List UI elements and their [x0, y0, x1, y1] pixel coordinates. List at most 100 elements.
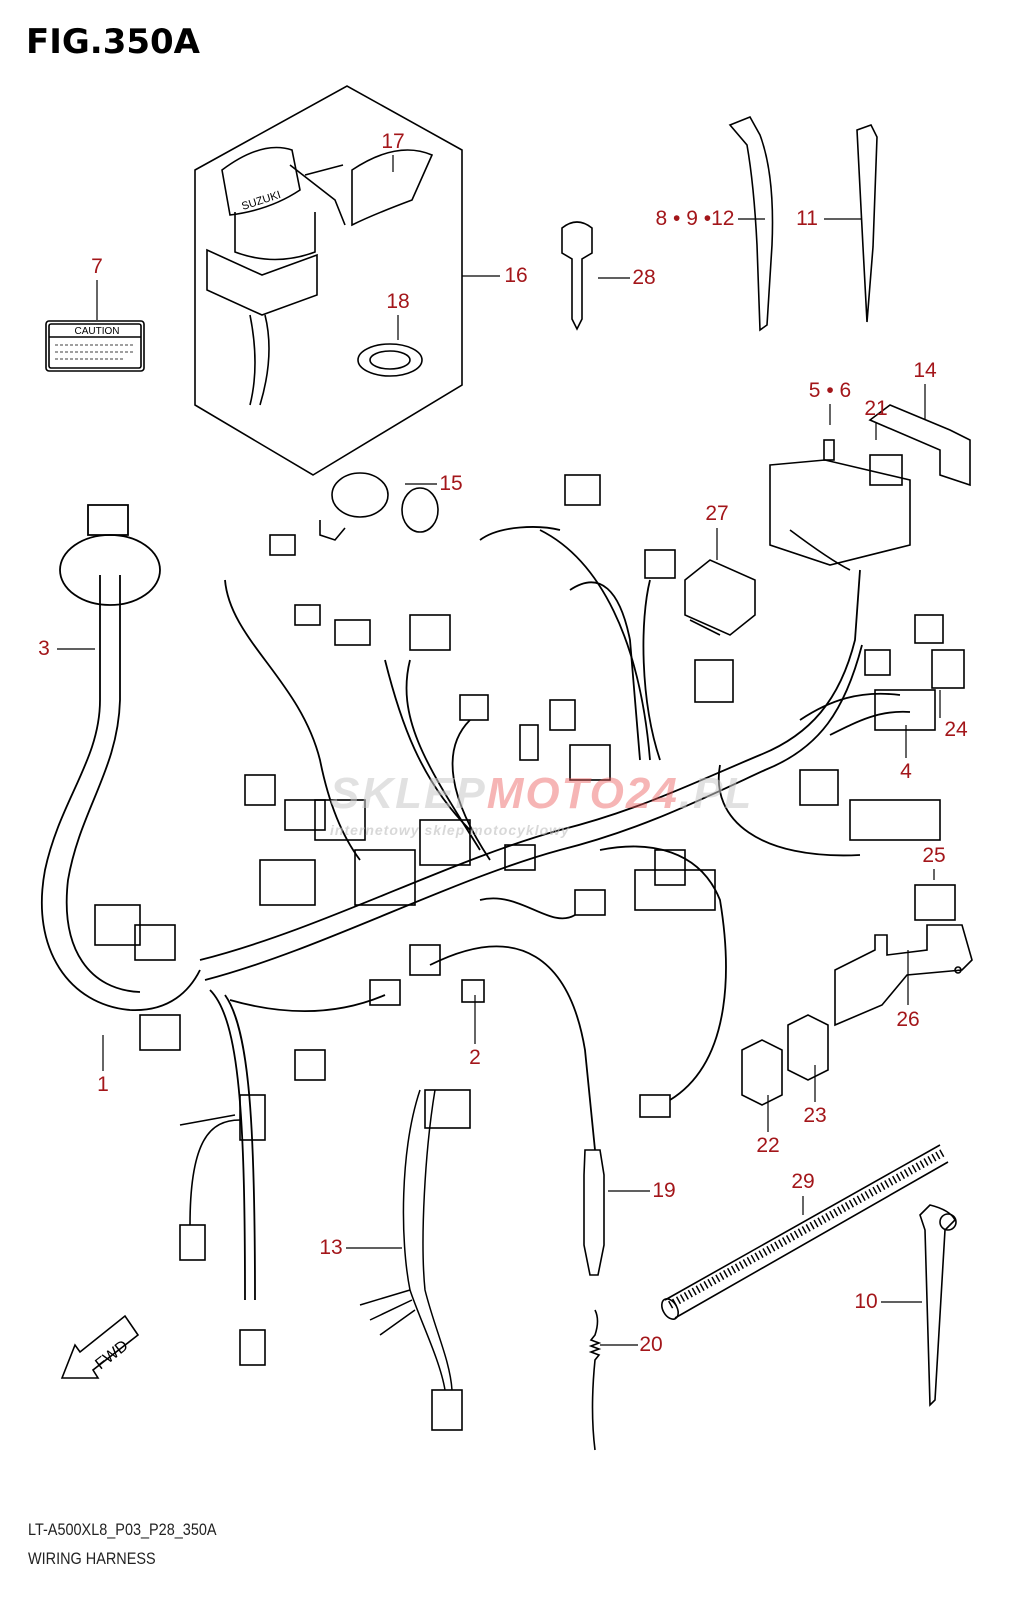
sub-harness-13	[359, 1089, 453, 1391]
cable-tie-10-clip	[939, 1213, 957, 1231]
callout-23: 23	[803, 1104, 827, 1127]
caution-label	[45, 320, 145, 372]
ignition-switch-kit	[194, 85, 463, 476]
connector	[549, 699, 576, 731]
connectors	[94, 474, 965, 1431]
ignition-switch	[319, 472, 439, 541]
connector	[244, 774, 276, 806]
figure-title: FIG.350A	[26, 22, 200, 62]
figure-name: WIRING HARNESS	[28, 1549, 156, 1568]
connector	[459, 694, 489, 721]
callout-19: 19	[652, 1179, 676, 1202]
suzuki-logo: SUZUKI	[240, 189, 282, 213]
connector	[504, 844, 536, 871]
connector	[134, 924, 176, 961]
coupler-23	[787, 1014, 829, 1081]
connector	[284, 799, 326, 831]
connector	[94, 904, 141, 946]
sub-harness-left	[179, 1114, 241, 1226]
callout-1: 1	[97, 1073, 109, 1096]
connector	[639, 1094, 671, 1118]
callout-7: 7	[91, 255, 103, 278]
fuse	[823, 439, 835, 461]
connector	[574, 889, 606, 916]
fwd-arrow-text: FWD	[92, 1337, 131, 1373]
connector	[461, 979, 485, 1003]
callout-2: 2	[469, 1046, 481, 1069]
connector	[431, 1389, 463, 1431]
connector	[269, 534, 296, 556]
connector	[179, 1224, 206, 1261]
callout-25: 25	[922, 844, 946, 867]
connector	[914, 884, 956, 921]
callout-14: 14	[913, 359, 937, 382]
cable-tie-11	[856, 124, 878, 323]
corrugated-tube	[661, 1144, 949, 1320]
connector	[799, 769, 839, 806]
connector	[294, 604, 321, 626]
connector	[694, 659, 734, 703]
callout-26: 26	[896, 1008, 920, 1031]
connector	[849, 799, 941, 841]
relay-27	[684, 559, 756, 636]
connector	[409, 944, 441, 976]
bracket-26	[834, 924, 973, 1027]
callout-20: 20	[639, 1333, 663, 1356]
watermark-subtext: internetowy sklep motocyklowy	[330, 822, 570, 838]
callout-15: 15	[439, 472, 463, 495]
callout-13: 13	[319, 1236, 343, 1259]
callout-24: 24	[944, 718, 968, 741]
watermark-part: SKLEP	[330, 769, 487, 818]
callout-21: 21	[864, 397, 888, 420]
watermark-logo: SKLEPMOTO24.PL	[330, 770, 753, 818]
callout-18: 18	[386, 290, 410, 313]
callout-17: 17	[381, 130, 405, 153]
connector	[354, 849, 416, 906]
watermark-part: MOTO24	[486, 769, 679, 818]
callout-16: 16	[504, 264, 528, 287]
callout-5-6: 5 • 6	[808, 379, 852, 402]
watermark-part: .PL	[678, 769, 754, 818]
caution-label-text: CAUTION	[75, 326, 120, 337]
callout-27: 27	[705, 502, 729, 525]
connector	[294, 1049, 326, 1081]
key	[561, 221, 593, 331]
leader-lines	[57, 155, 941, 1346]
callout-8-9-12: 8 • 9 •12	[655, 207, 735, 230]
connector	[634, 869, 716, 911]
connector	[914, 614, 944, 644]
bracket-14	[868, 404, 971, 487]
connector	[654, 849, 686, 886]
callout-4: 4	[900, 760, 912, 783]
bracket-26-hole	[954, 966, 962, 974]
connector	[369, 979, 401, 1006]
callout-22: 22	[756, 1134, 780, 1157]
connector	[644, 549, 676, 579]
connector	[419, 819, 471, 866]
coupler-22	[741, 1039, 783, 1106]
figure-code: LT-A500XL8_P03_P28_350A	[28, 1520, 217, 1539]
connector	[874, 689, 936, 731]
connector	[334, 619, 371, 646]
oxygen-sensor	[583, 1149, 605, 1276]
connector	[239, 1094, 266, 1141]
cable-tie-8-9-12	[728, 115, 774, 332]
connector	[864, 649, 891, 676]
callout-3: 3	[38, 637, 50, 660]
fuse-box	[769, 459, 911, 571]
connector	[314, 799, 366, 841]
connector	[424, 1089, 471, 1129]
cable-tie-10	[919, 1204, 956, 1407]
fwd-arrow-icon	[60, 1314, 140, 1379]
connector	[931, 649, 965, 689]
spring-clip	[588, 1309, 602, 1451]
connector	[239, 1329, 266, 1366]
callout-11: 11	[796, 207, 818, 230]
connector	[409, 614, 451, 651]
connector	[519, 724, 539, 761]
main-harness	[40, 504, 911, 1301]
connector	[259, 859, 316, 906]
callout-28: 28	[632, 266, 656, 289]
callout-10: 10	[854, 1290, 878, 1313]
